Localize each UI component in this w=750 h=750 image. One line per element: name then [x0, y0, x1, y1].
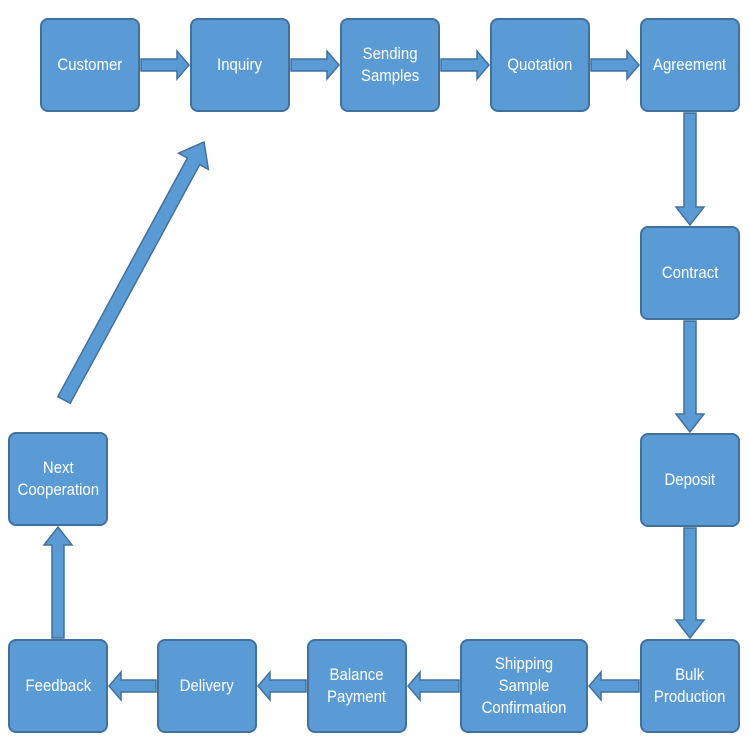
- node-deposit-label: Deposit: [664, 470, 716, 489]
- arrow-shipping-sample-confirmation-to-balance-payment: [407, 669, 460, 703]
- node-delivery-label: Delivery: [179, 676, 235, 695]
- node-delivery: Delivery: [157, 639, 257, 733]
- node-balance-payment: Balance Payment: [307, 639, 407, 733]
- arrow-balance-payment-to-delivery: [257, 669, 307, 703]
- node-contract: Contract: [640, 226, 740, 320]
- node-shipping-sample-confirmation: Shipping Sample Confirmation: [460, 639, 588, 733]
- arrow-deposit-to-bulk-production: [674, 527, 706, 640]
- node-balance-payment-label: Balance Payment: [327, 665, 387, 706]
- node-feedback: Feedback: [8, 639, 108, 733]
- node-next-cooperation: Next Cooperation: [8, 432, 108, 526]
- arrow-contract-to-deposit: [674, 320, 706, 434]
- node-customer: Customer: [40, 18, 140, 112]
- arrow-customer-to-inquiry: [140, 48, 190, 82]
- arrow-inquiry-to-sending-samples: [290, 48, 340, 82]
- node-shipping-sample-confirmation-label: Shipping Sample Confirmation: [481, 654, 567, 717]
- arrow-next-cooperation-to-inquiry: [56, 140, 210, 405]
- node-quotation: Quotation: [490, 18, 590, 112]
- node-deposit: Deposit: [640, 433, 740, 527]
- node-inquiry-label: Inquiry: [217, 55, 263, 74]
- node-sending-samples: Sending Samples: [340, 18, 440, 112]
- node-quotation-label: Quotation: [507, 55, 573, 74]
- node-customer-label: Customer: [57, 55, 123, 74]
- node-bulk-production: Bulk Production: [640, 639, 740, 733]
- node-bulk-production-label: Bulk Production: [654, 665, 726, 706]
- arrow-delivery-to-feedback: [108, 669, 157, 703]
- arrow-quotation-to-agreement: [590, 48, 640, 82]
- node-contract-label: Contract: [661, 263, 719, 282]
- arrow-sending-samples-to-quotation: [440, 48, 490, 82]
- node-inquiry: Inquiry: [190, 18, 290, 112]
- node-agreement-label: Agreement: [653, 55, 727, 74]
- node-next-cooperation-label: Next Cooperation: [17, 458, 99, 499]
- arrow-bulk-production-to-shipping-sample-confirmation: [588, 669, 640, 703]
- arrow-agreement-to-contract: [674, 112, 706, 227]
- node-sending-samples-label: Sending Samples: [360, 44, 420, 85]
- arrow-feedback-to-next-cooperation: [42, 525, 74, 639]
- node-feedback-label: Feedback: [25, 676, 91, 695]
- node-agreement: Agreement: [640, 18, 740, 112]
